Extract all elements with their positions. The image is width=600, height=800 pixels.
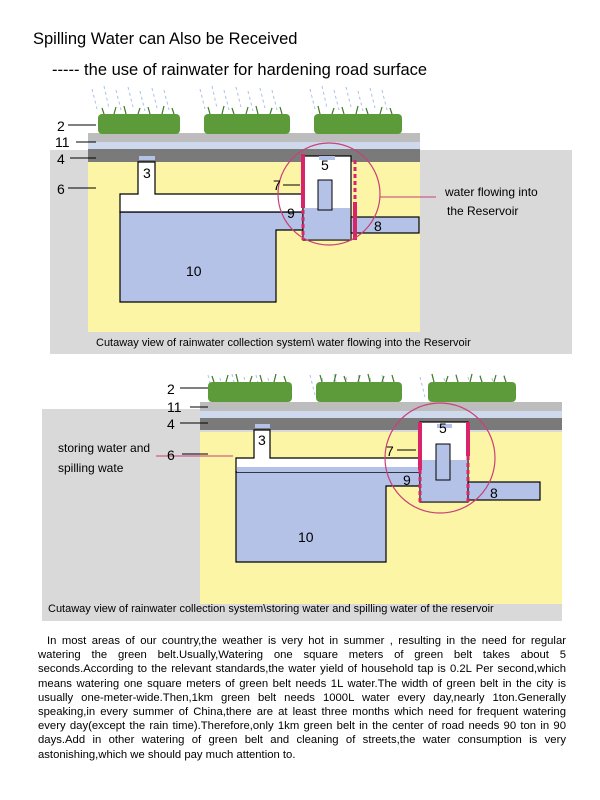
well-divider xyxy=(435,443,451,481)
concrete-layer xyxy=(200,402,562,411)
label-leaders xyxy=(180,387,416,455)
label-6: 6 xyxy=(167,447,175,463)
caption: Cutaway view of rainwater collection sys… xyxy=(48,603,494,615)
drainage-layer xyxy=(200,411,562,418)
reservoir-chamber xyxy=(119,211,304,303)
label-5: 5 xyxy=(321,157,329,173)
cutaway-diagram-storing-spilling: 2 11 4 6 3 5 7 9 8 10 storing water and … xyxy=(42,373,562,621)
grate-inlet-1 xyxy=(139,156,155,160)
green-belt-grass xyxy=(98,114,402,134)
label-11: 11 xyxy=(55,134,70,150)
grass-blades xyxy=(211,373,507,383)
label-10: 10 xyxy=(186,263,202,279)
grass-blades xyxy=(101,105,393,115)
label-3: 3 xyxy=(143,165,151,181)
highlight-circle xyxy=(384,402,496,514)
concrete-layer xyxy=(88,133,420,142)
label-4: 4 xyxy=(167,416,175,432)
label-6: 6 xyxy=(57,181,65,197)
annotation-line-2: spilling wate xyxy=(58,461,124,475)
highlight-circle xyxy=(277,142,381,246)
label-8: 8 xyxy=(374,218,382,234)
label-8: 8 xyxy=(490,485,498,501)
caption: Cutaway view of rainwater collection sys… xyxy=(96,337,471,349)
label-2: 2 xyxy=(167,381,175,397)
channel-water xyxy=(237,467,419,472)
label-7: 7 xyxy=(273,177,281,193)
well-divider xyxy=(317,179,333,211)
label-10: 10 xyxy=(298,529,314,545)
label-5: 5 xyxy=(439,420,447,436)
grate-inlet-1 xyxy=(255,424,270,428)
cutaway-diagram-water-flowing: 2 11 4 6 3 5 7 9 8 10 water flowing into… xyxy=(50,85,572,354)
red-pipes xyxy=(301,154,357,240)
green-belt-grass xyxy=(208,382,516,402)
label-3: 3 xyxy=(258,432,266,448)
rain-streaks xyxy=(91,85,388,112)
label-11: 11 xyxy=(167,399,182,415)
label-2: 2 xyxy=(57,118,65,134)
well-water xyxy=(304,208,350,239)
outlet-pipe xyxy=(350,216,420,234)
body-paragraph: In most areas of our country,the weather… xyxy=(38,635,566,761)
pavement-layer xyxy=(88,149,420,162)
label-4: 4 xyxy=(57,151,65,167)
grate-inlet-2 xyxy=(319,156,335,160)
annotation-line-2: the Reservoir xyxy=(447,204,518,218)
grate-inlet-2 xyxy=(437,424,452,428)
page-title: Spilling Water can Also be Received xyxy=(33,30,298,48)
label-leaders xyxy=(68,124,300,189)
label-9: 9 xyxy=(403,472,411,488)
label-7: 7 xyxy=(386,443,394,459)
annotation-line-1: water flowing into xyxy=(444,185,538,199)
drainage-layer xyxy=(88,142,420,149)
red-pipes xyxy=(418,422,470,502)
label-9: 9 xyxy=(287,205,295,221)
pavement-layer xyxy=(200,418,562,430)
annotation-line-1: storing water and xyxy=(58,441,150,455)
page-subtitle: ----- the use of rainwater for hardening… xyxy=(52,61,428,79)
